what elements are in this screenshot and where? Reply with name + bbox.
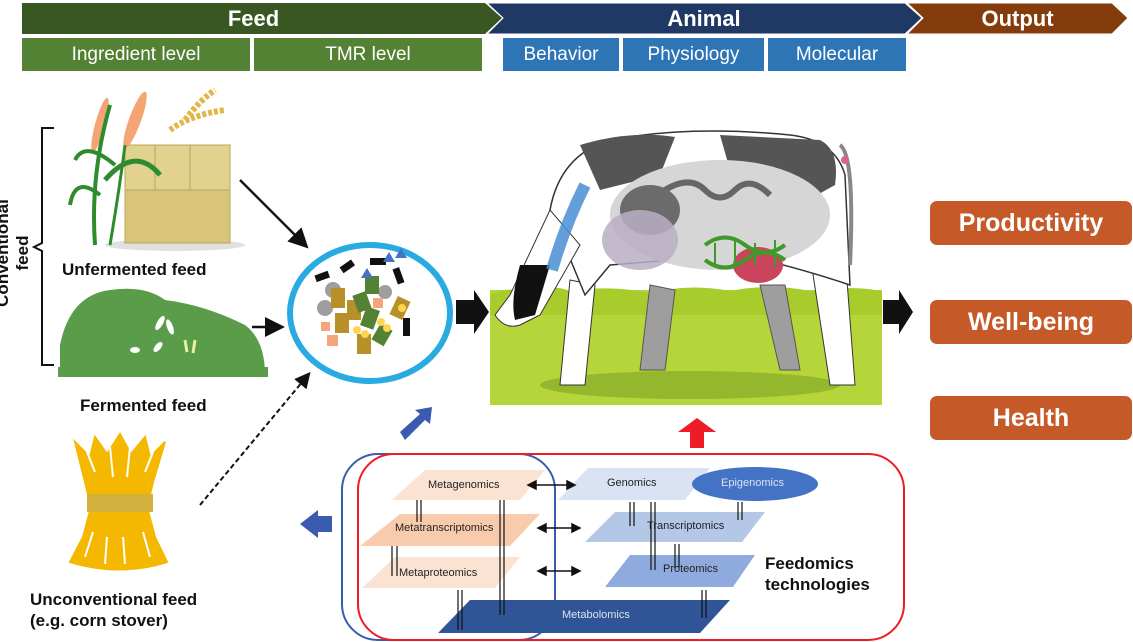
cow-illustration (490, 130, 882, 405)
metabolomics-label: Metabolomics (562, 609, 630, 621)
fermented-feed-label: Fermented feed (80, 396, 207, 415)
level-physiology: Physiology (623, 38, 764, 71)
corn-stover-icon (68, 432, 169, 571)
unconventional-to-mix-arrow (199, 371, 311, 506)
stage-output-label: Output (981, 5, 1054, 31)
metaproteomics-label: Metaproteomics (399, 567, 478, 579)
proteomics-label: Proteomics (663, 563, 719, 575)
metabolomics-layer (438, 600, 730, 633)
level-ingredient: Ingredient level (22, 38, 250, 71)
unfermented-feed-label: Unfermented feed (62, 260, 207, 279)
feedback-left-arrow (300, 510, 332, 538)
metaproteomics-layer (362, 557, 520, 588)
stage-output-chevron (905, 2, 1129, 35)
unconventional-feed-label-1: Unconventional feed (30, 590, 198, 609)
unfermented-to-mix-arrow (239, 179, 309, 249)
stage-animal-label: Animal (667, 5, 741, 31)
feedomics-title-line2: technologies (765, 575, 870, 594)
proteomics-layer (605, 555, 755, 587)
mix-to-animal-arrow (456, 290, 489, 334)
genomics-label: Genomics (607, 477, 657, 489)
stage-chevrons (22, 2, 1129, 35)
transcriptomics-label: Transcriptomics (647, 520, 725, 532)
stage-feed-label: Feed (227, 5, 280, 31)
feedomics-title: Feedomics technologies (765, 553, 870, 595)
unfermented-feed-icon (68, 87, 245, 251)
conventional-bracket (31, 127, 54, 366)
metagenomics-label: Metagenomics (428, 479, 500, 491)
feedomics-panel (341, 453, 905, 641)
level-molecular: Molecular (768, 38, 906, 71)
output-productivity: Productivity (930, 201, 1132, 245)
level-behavior: Behavior (503, 38, 619, 71)
metatranscriptomics-layer (360, 514, 540, 546)
epigenomics-label: Epigenomics (721, 477, 784, 489)
feedback-to-animal-arrow (678, 418, 716, 448)
metatranscriptomics-label: Metatranscriptomics (395, 522, 494, 534)
feedomics-title-line1: Feedomics (765, 554, 854, 573)
genomics-layer (558, 468, 710, 500)
output-well-being: Well-being (930, 300, 1132, 344)
metagenomics-layer (392, 470, 545, 500)
stage-animal-chevron (485, 2, 923, 35)
output-health: Health (930, 396, 1132, 440)
fermented-feed-icon (58, 288, 268, 377)
animal-to-output-arrow (883, 290, 913, 334)
epigenomics-ellipse (692, 467, 818, 501)
feedback-to-mix-arrow (400, 407, 432, 440)
feedomics-boundary (357, 453, 905, 641)
level-tmr: TMR level (254, 38, 482, 71)
tmr-mix-icon (287, 242, 453, 384)
unconventional-feed-label-2: (e.g. corn stover) (30, 611, 168, 630)
stage-feed-chevron (22, 3, 502, 34)
